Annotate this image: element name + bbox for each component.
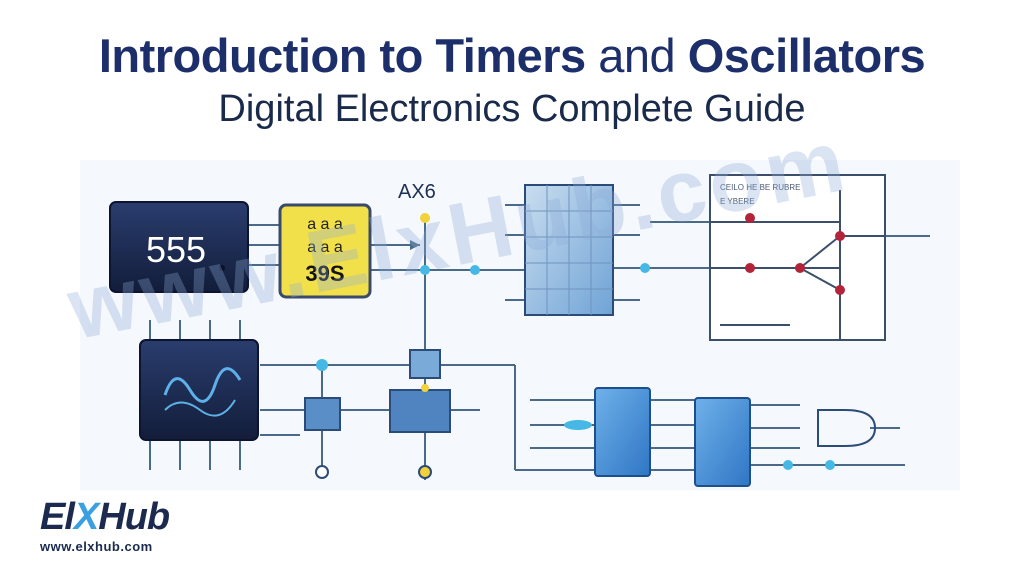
- and-gate-icon: [817, 409, 877, 447]
- logo-brand: ElXHub: [40, 496, 170, 538]
- chip-yellow-mid-label: a a a: [307, 239, 343, 256]
- node-yellow-top: [420, 213, 430, 223]
- chip-bottom-left: [139, 339, 259, 441]
- title-part-oscillators: Oscillators: [687, 29, 926, 82]
- node-blue-5: [564, 420, 592, 430]
- block-small-3: [389, 389, 451, 433]
- node-blue-4: [316, 359, 328, 371]
- node-blue-2: [470, 265, 480, 275]
- node-open-1: [315, 465, 329, 479]
- node-blue-1: [420, 265, 430, 275]
- chip-yellow: a a a a a a 39S: [278, 203, 372, 299]
- node-label: AX6: [398, 181, 436, 203]
- gate-block-1: [594, 387, 651, 477]
- node-blue-6: [783, 460, 793, 470]
- block-small-1: [304, 397, 341, 431]
- node-blue-7: [825, 460, 835, 470]
- node-yellow-mid: [421, 384, 429, 392]
- arrow-icon: [410, 240, 420, 250]
- chip-yellow-bottom-label: 39S: [305, 261, 344, 286]
- node-blue-3: [640, 263, 650, 273]
- block-small-2: [409, 349, 441, 379]
- chip-grid: [524, 184, 614, 316]
- wires: [149, 204, 930, 480]
- chip-555: 555: [109, 201, 249, 293]
- title-part-and: and: [598, 29, 676, 82]
- schematic-panel: CEILO HE BE RUBRE E YBERE: [709, 174, 886, 341]
- node-yellow-bottom: [418, 465, 432, 479]
- panel-text-2: E YBERE: [720, 197, 755, 206]
- page-subtitle: Digital Electronics Complete Guide: [218, 88, 806, 130]
- panel-text-1: CEILO HE BE RUBRE: [720, 183, 800, 192]
- chip-yellow-top-label: a a a: [307, 216, 343, 233]
- title-part-timers: Introduction to Timers: [98, 29, 586, 82]
- chip-555-label: 555: [146, 229, 206, 270]
- logo: ElXHub www.elxhub.com: [40, 497, 220, 563]
- gate-block-2: [694, 397, 751, 487]
- page-title: Introduction to Timers and Oscillators: [0, 28, 1024, 83]
- logo-url: www.elxhub.com: [40, 539, 153, 554]
